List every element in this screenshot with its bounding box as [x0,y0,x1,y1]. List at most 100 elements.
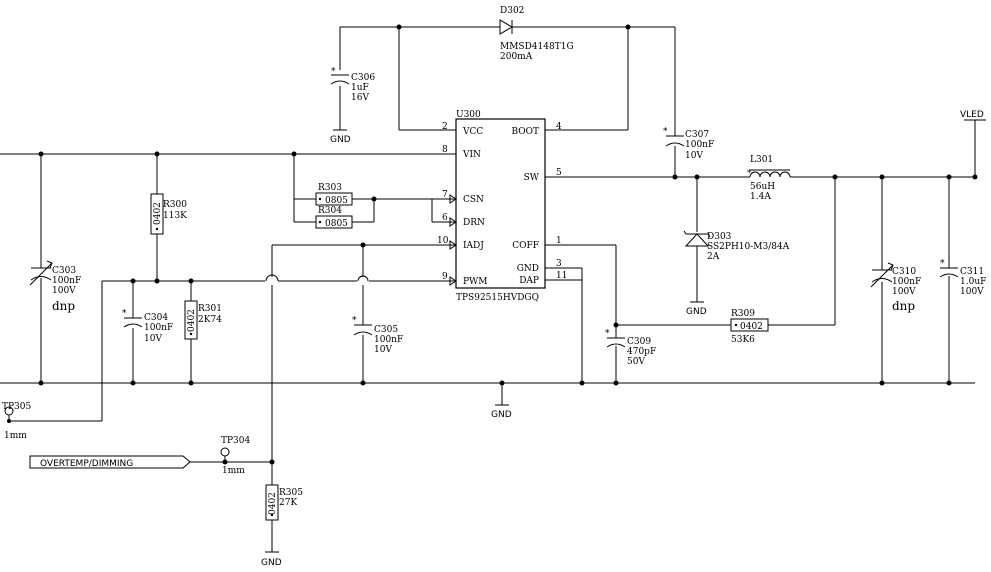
pin-gnd-number: 3 [556,259,562,269]
pin-iadj-number: 10 [437,236,449,246]
c303-note: dnp [52,299,75,313]
d303-ref: D303 [707,232,732,242]
r309-ref: R309 [731,309,755,319]
capacitor-c307: * C307 100nF 10V [663,127,714,161]
c310-note: dnp [892,299,915,313]
l301-rating: 1.4A [750,192,771,202]
c305-ref: C305 [374,325,398,335]
c311-value: 1.0uF [960,277,986,287]
d302-ref: D302 [500,6,524,16]
capacitor-c305: * C305 100nF 10V [352,316,403,355]
c304-rating: 10V [144,334,162,344]
gnd-main: GND [491,404,512,420]
l301-value: 56uH [750,182,775,192]
c309-value: 470pF [627,347,656,357]
d303-value: SS2PH10-M3/84A [707,242,790,252]
ic-part-number: TPS92515HVDGQ [456,293,539,303]
pin-iadj-name: IADJ [463,241,484,251]
inductor-l301: * L301 56uH 1.4A [747,155,791,202]
r304-package: 0805 [325,219,348,229]
wires [0,26,976,552]
d303-gnd-label: GND [686,307,707,317]
pin-csn-name: CSN [463,195,484,205]
c306-value: 1uF [351,83,369,93]
pin-vin-number: 8 [442,145,448,155]
testpoint-tp304: TP304 1mm [220,436,251,476]
c307-rating: 10V [685,151,703,161]
r301-ref: R301 [198,304,222,314]
r304-ref: R304 [318,206,342,216]
c306-rating: 16V [351,93,369,103]
diode-d303: D303 SS2PH10-M3/84A 2A GND [683,230,790,317]
tp305-ref: TP305 [2,402,32,412]
r300-package: 0402 [153,202,163,225]
capacitor-c303: C303 100nF 100V dnp [29,260,81,313]
resistor-r309: 0402 R309 53K6 [730,309,769,345]
capacitor-c304: * C304 100nF 10V [122,309,173,344]
c307-ref: C307 [685,130,709,140]
vled-net: VLED [960,110,986,121]
pin-coff-name: COFF [512,241,539,251]
r303-package: 0805 [325,196,348,206]
c309-ref: C309 [627,337,651,347]
d303-rating: 2A [707,252,720,262]
ic-u300: U300 TPS92515HVDGQ VCC VIN CSN DRN IADJ … [437,110,567,303]
pin-gnd-name: GND [517,264,539,274]
r305-ref: R305 [279,488,303,498]
c310-ref: C310 [892,267,916,277]
c309-rating: 50V [627,357,645,367]
resistor-r305: 0402 R305 27K GND [261,484,303,568]
r305-gnd-label: GND [261,558,282,568]
resistor-r301: 0402 R301 2K74 [184,300,222,340]
c303-rating: 100V [52,286,76,296]
c304-ref: C304 [144,313,168,323]
svg-text:*: * [122,309,127,319]
d302-rating: 200mA [500,52,533,62]
resistor-r303: 0805 R303 [315,183,353,206]
overtemp-dimming-port: OVERTEMP/DIMMING [29,455,191,469]
c310-rating: 100V [892,287,916,297]
wire-crossovers [265,274,369,285]
r305-value: 27K [279,498,297,508]
pin-dap-name: DAP [519,276,539,286]
r301-value: 2K74 [198,315,222,325]
tp304-size: 1mm [222,466,245,476]
vled-label: VLED [960,110,984,120]
pin-coff-number: 1 [556,236,562,246]
c303-value: 100nF [52,276,81,286]
capacitor-c309: * C309 470pF 50V [605,329,656,367]
junction-dots [38,24,978,465]
pin-drn-number: 6 [442,213,448,223]
c307-value: 100nF [685,140,714,150]
pin-sw-name: SW [524,173,540,183]
c304-value: 100nF [144,323,173,333]
diode-d302: D302 MMSD4148T1G 200mA [499,6,574,62]
svg-text:*: * [663,127,668,137]
c311-ref: C311 [960,267,984,277]
c306-ref: C306 [351,73,375,83]
ic-ref: U300 [456,110,481,120]
resistor-r304: 0805 R304 [315,206,353,229]
svg-text:*: * [605,329,610,339]
capacitor-c310: C310 100nF 100V dnp [870,262,921,313]
pin-boot-name: BOOT [511,127,539,137]
c305-value: 100nF [374,335,403,345]
l301-ref: L301 [750,155,773,165]
pin-vcc-name: VCC [462,127,483,137]
svg-text:*: * [352,316,357,326]
pin-boot-number: 4 [556,122,562,132]
c311-rating: 100V [960,287,984,297]
resistor-r300: 0402 R300 113K [150,193,187,235]
testpoint-tp305: TP305 1mm [2,402,32,441]
pin-csn-number: 7 [442,190,448,200]
capacitor-c306: * C306 1uF 16V GND [330,67,375,145]
c305-rating: 10V [374,345,392,355]
r303-ref: R303 [318,183,342,193]
pin-dap-number: 11 [556,271,567,281]
c306-gnd-label: GND [330,135,351,145]
pin-vcc-number: 2 [442,122,448,132]
r301-package: 0402 [187,309,197,332]
d302-value: MMSD4148T1G [500,42,574,52]
svg-text:*: * [940,259,945,269]
